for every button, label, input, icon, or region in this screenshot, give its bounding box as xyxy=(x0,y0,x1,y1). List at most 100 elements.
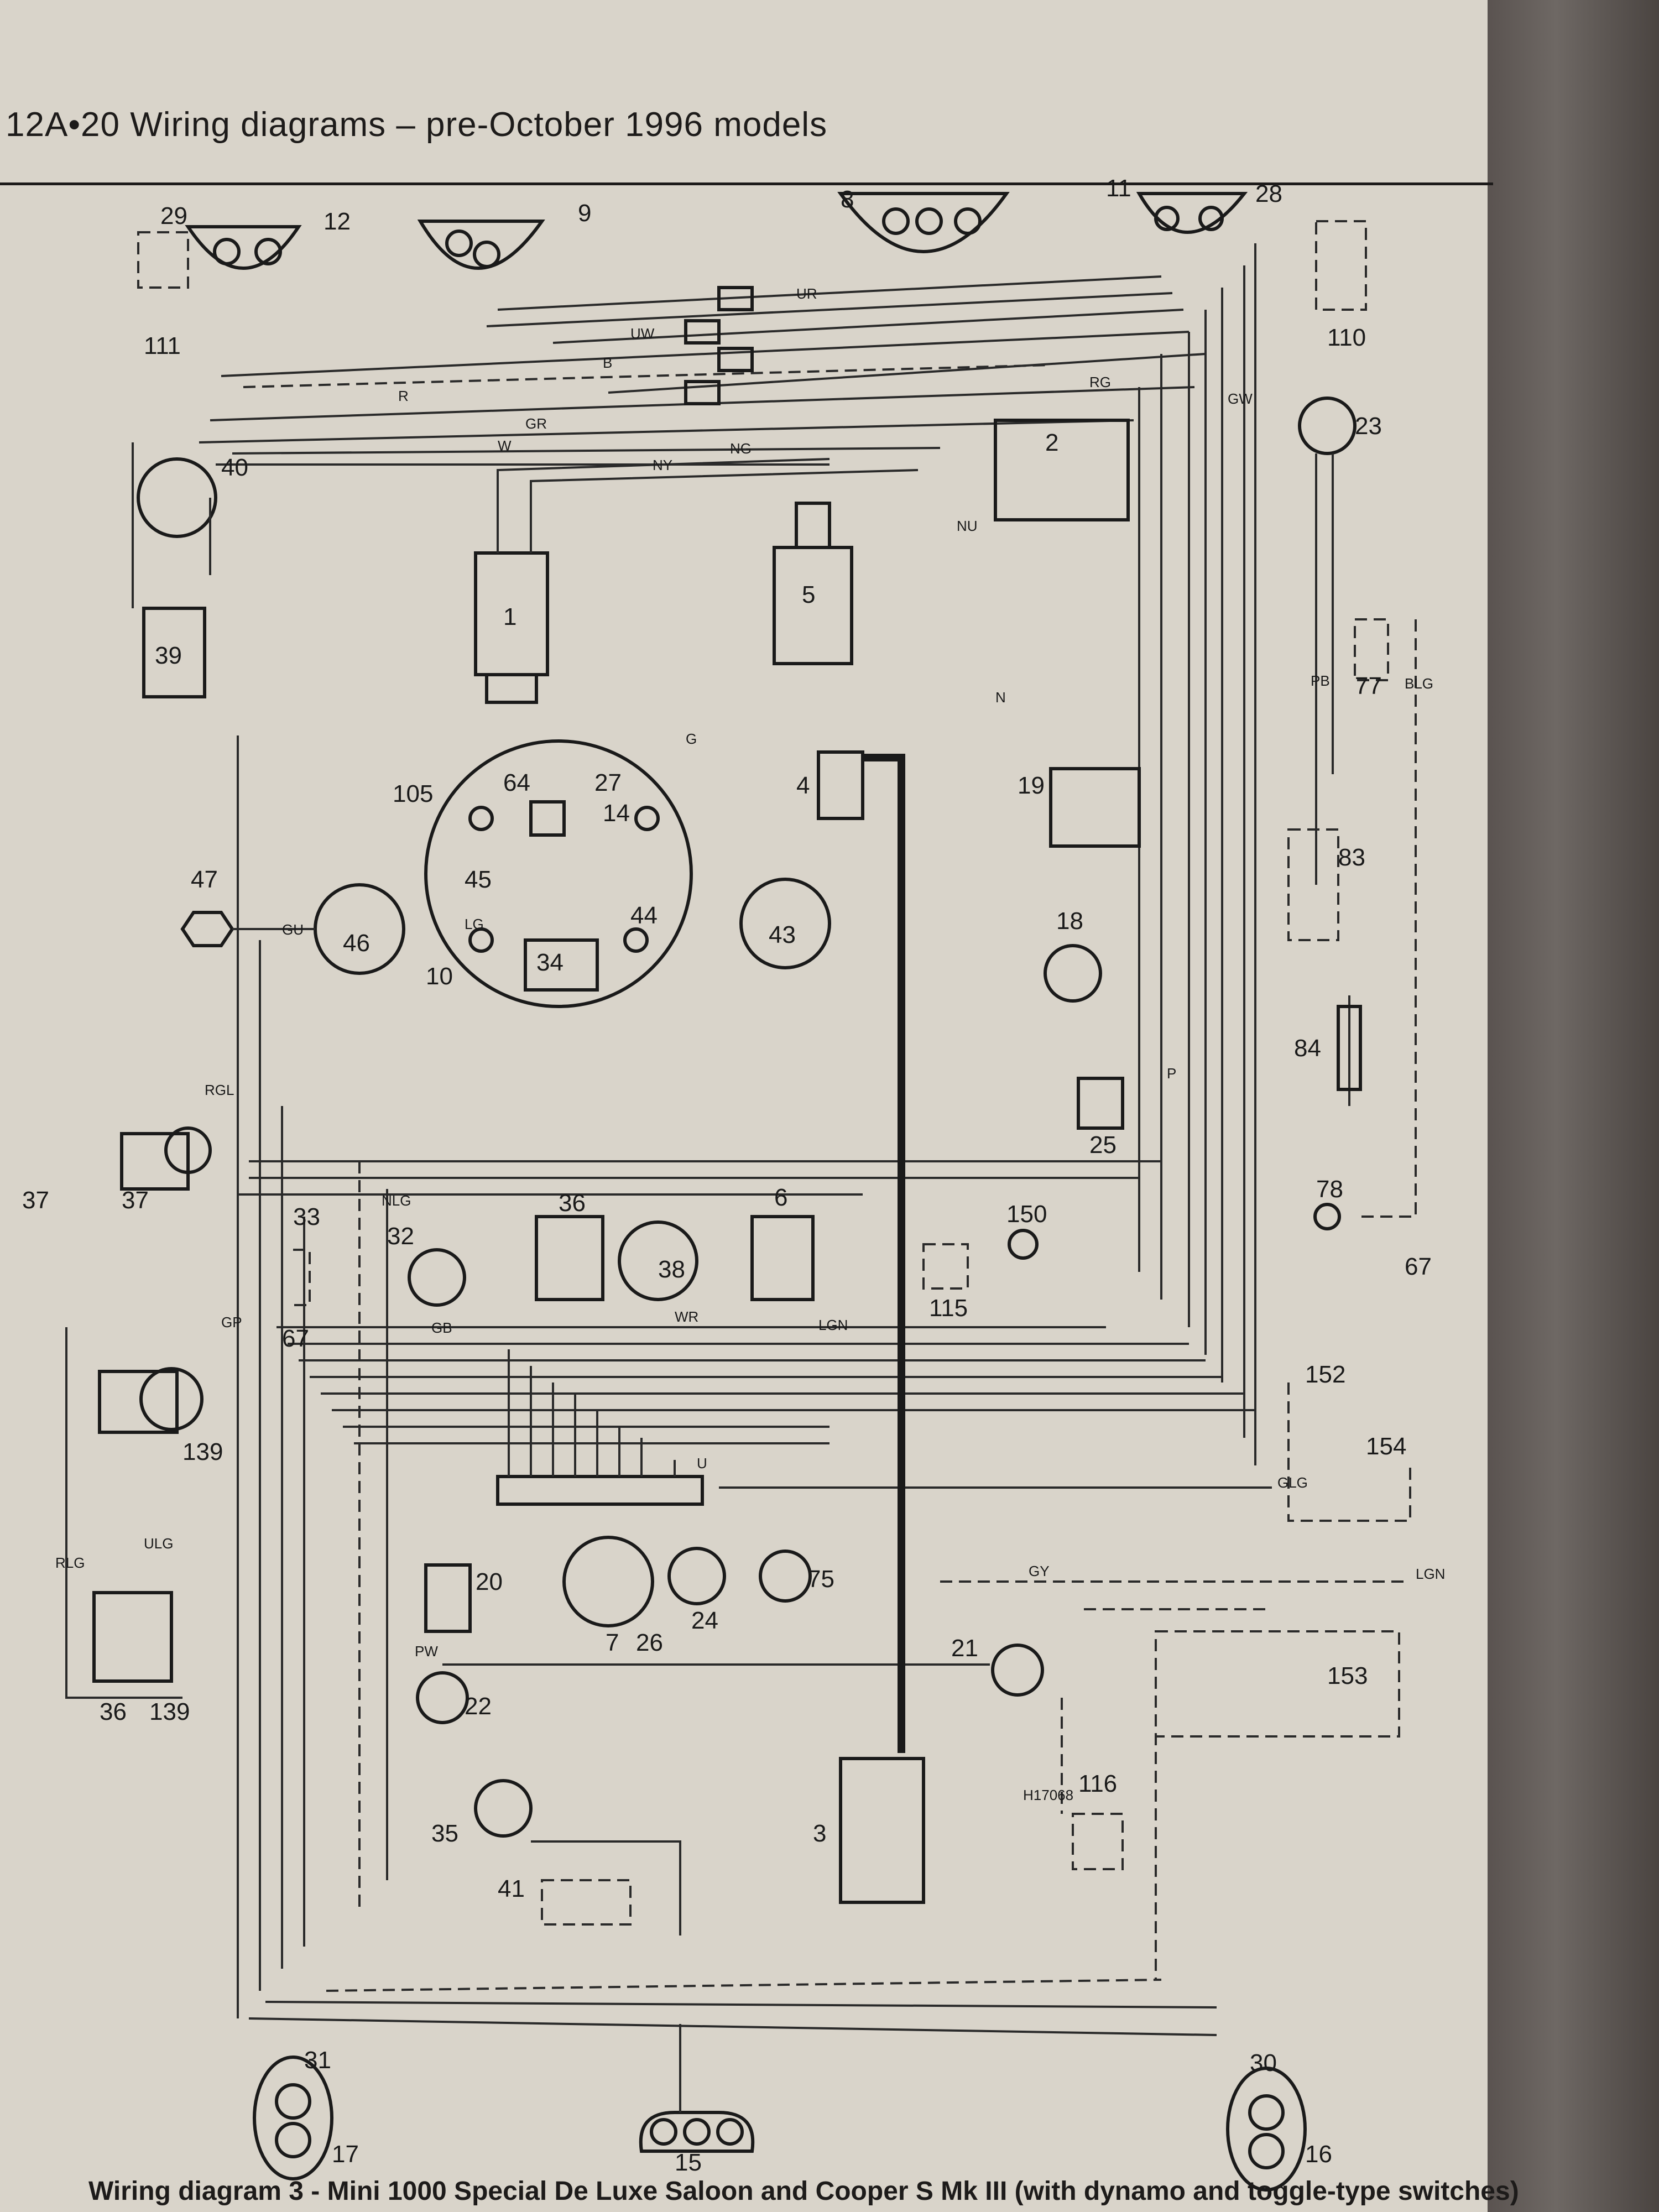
label-3: 3 xyxy=(813,1820,826,1847)
label-40: 40 xyxy=(221,454,248,481)
label-105: 105 xyxy=(393,780,433,807)
label-14: 14 xyxy=(603,800,630,827)
wire-ulg: ULG xyxy=(144,1535,173,1552)
right-bundle xyxy=(1138,243,1256,1465)
component-2 xyxy=(994,419,1130,521)
label-8: 8 xyxy=(841,186,854,213)
instrument-cluster-45 xyxy=(424,739,693,1008)
wire-gu: GU xyxy=(282,921,304,938)
label-1: 1 xyxy=(503,603,517,630)
label-11: 11 xyxy=(1106,175,1131,202)
label-16: 16 xyxy=(1305,2141,1332,2168)
wire-r: R xyxy=(398,388,409,404)
label-29: 29 xyxy=(160,202,187,229)
label-33: 33 xyxy=(293,1203,320,1230)
wire-wr: WR xyxy=(675,1308,698,1325)
label-84: 84 xyxy=(1294,1035,1321,1062)
top-harness xyxy=(199,275,1206,466)
label-4: 4 xyxy=(796,772,810,799)
wire-nu: NU xyxy=(957,518,978,534)
lamp-9 xyxy=(417,220,545,270)
wire-gp: GP xyxy=(221,1314,242,1331)
wire-pb: PB xyxy=(1311,672,1330,689)
wire-colour-labels: UR UW B R RG GR GW W NG NY NU N P PB BLG… xyxy=(55,285,1445,1803)
label-32: 32 xyxy=(387,1223,414,1250)
wire-lg: LG xyxy=(465,916,484,932)
label-110: 110 xyxy=(1327,324,1366,351)
label-18: 18 xyxy=(1056,907,1083,935)
left-bundle xyxy=(237,735,1217,2036)
wire-pw: PW xyxy=(415,1643,438,1660)
label-20: 20 xyxy=(476,1568,503,1595)
components-35-41 xyxy=(474,1779,681,1936)
wire-ny: NY xyxy=(653,457,672,473)
wire-ng: NG xyxy=(730,440,752,457)
label-26: 26 xyxy=(636,1629,663,1656)
book-spine xyxy=(1488,0,1659,2212)
component-23 xyxy=(1298,397,1357,885)
wire-b: B xyxy=(603,354,612,371)
components-left-139 xyxy=(65,1327,204,1699)
label-154: 154 xyxy=(1366,1433,1406,1460)
label-37: 37 xyxy=(122,1187,149,1214)
label-43: 43 xyxy=(769,921,796,948)
label-24: 24 xyxy=(691,1607,718,1634)
reference-code: H17068 xyxy=(1023,1787,1073,1803)
label-2: 2 xyxy=(1045,429,1058,456)
components-150-115 xyxy=(922,1229,1039,1290)
label-67b: 67 xyxy=(1405,1253,1432,1280)
label-28: 28 xyxy=(1255,180,1282,207)
label-115: 115 xyxy=(929,1295,968,1322)
label-30: 30 xyxy=(1250,2049,1277,2077)
label-36b: 36 xyxy=(100,1698,127,1725)
components-20-7-24-75 xyxy=(424,1536,812,1633)
label-46: 46 xyxy=(343,930,370,957)
wire-p: P xyxy=(1167,1065,1176,1082)
label-67: 67 xyxy=(282,1325,309,1352)
wire-blg: BLG xyxy=(1405,675,1433,692)
switches-36-38-6 xyxy=(535,1215,815,1301)
label-34: 34 xyxy=(536,949,564,976)
wire-u: U xyxy=(697,1455,707,1472)
component-1 xyxy=(474,458,919,704)
wire-rgl: RGL xyxy=(205,1082,234,1098)
component-5 xyxy=(773,502,853,665)
label-17: 17 xyxy=(332,2141,359,2168)
label-10: 10 xyxy=(426,963,453,990)
label-35: 35 xyxy=(431,1820,458,1847)
figure-caption: Wiring diagram 3 - Mini 1000 Special De … xyxy=(88,2177,1519,2206)
label-153: 153 xyxy=(1327,1662,1368,1689)
label-111: 111 xyxy=(144,332,181,359)
label-23: 23 xyxy=(1355,413,1382,440)
component-25 xyxy=(1077,1077,1124,1130)
label-7: 7 xyxy=(606,1629,619,1656)
header-rule xyxy=(0,182,1493,185)
lamp-29-12 xyxy=(137,225,302,289)
page-header: 12A•20 Wiring diagrams – pre-October 199… xyxy=(6,106,828,144)
label-15: 15 xyxy=(675,2149,702,2176)
wire-ur: UR xyxy=(796,285,817,302)
component-40-39 xyxy=(132,442,217,698)
components-32-33 xyxy=(293,1248,466,1307)
label-25: 25 xyxy=(1089,1131,1117,1159)
label-27: 27 xyxy=(594,769,622,796)
label-44: 44 xyxy=(630,902,658,929)
wire-glg: GLG xyxy=(1277,1474,1308,1491)
label-41: 41 xyxy=(498,1875,525,1902)
wire-gb: GB xyxy=(431,1319,452,1336)
wire-lgn2: LGN xyxy=(1416,1566,1445,1582)
wire-n: N xyxy=(995,689,1006,706)
label-31: 31 xyxy=(304,2047,331,2074)
wire-rlg: RLG xyxy=(55,1554,85,1571)
components-22-21 xyxy=(416,1644,1044,1724)
gauge-46-47 xyxy=(180,883,405,975)
wiring-diagram: 29 12 111 9 8 11 28 110 40 39 1 5 2 23 7… xyxy=(22,175,1445,2192)
label-78: 78 xyxy=(1316,1176,1343,1203)
gauge-43 xyxy=(739,878,831,969)
label-38: 38 xyxy=(658,1256,685,1283)
wire-lgn: LGN xyxy=(818,1317,848,1333)
label-139b: 139 xyxy=(149,1698,190,1725)
label-116: 116 xyxy=(1078,1770,1117,1797)
component-37 xyxy=(120,1126,212,1191)
component-4-19 xyxy=(817,750,1141,848)
